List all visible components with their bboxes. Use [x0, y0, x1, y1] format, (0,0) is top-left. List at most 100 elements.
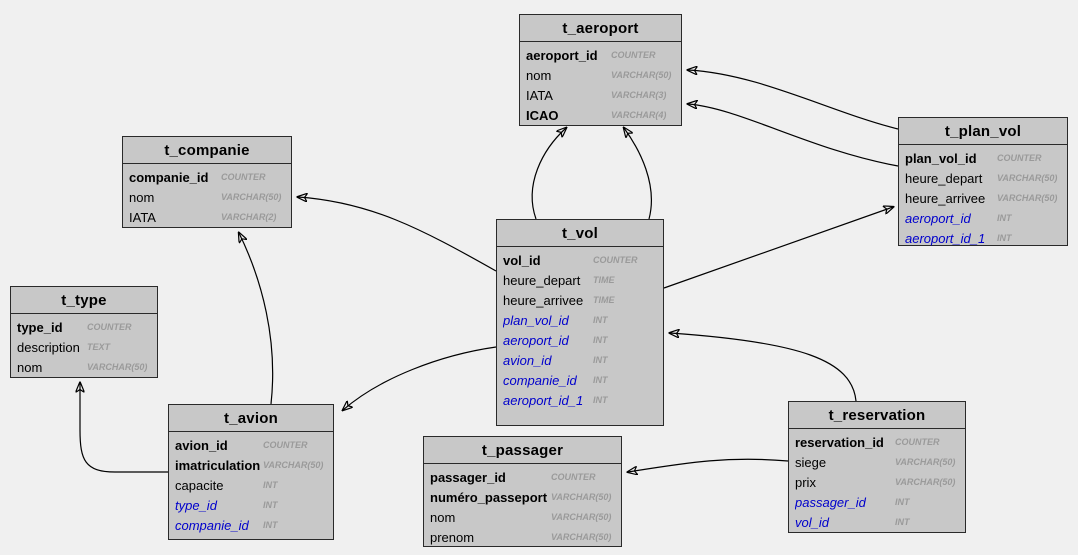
relation-t_vol-aeroport_id_1-to-t_aeroport[interactable] [624, 128, 653, 220]
field-row-type_id[interactable]: type_id INT [169, 495, 333, 515]
relation-t_vol-aeroport_id-to-t_aeroport[interactable] [531, 128, 566, 220]
field-name: aeroport_id_1 [905, 230, 986, 246]
field-row-passager_id[interactable]: passager_id COUNTER [424, 467, 621, 487]
table-title: t_avion [224, 409, 278, 427]
field-name: heure_depart [503, 272, 581, 288]
relation-t_reservation-passager_id-to-t_passager[interactable] [628, 458, 789, 472]
field-type: INT [593, 355, 608, 365]
field-type: VARCHAR(4) [611, 110, 667, 120]
relation-t_avion-type_id-to-t_type[interactable] [80, 383, 168, 473]
relation-t_vol-companie_id-to-t_companie[interactable] [298, 197, 497, 272]
table-title: t_reservation [828, 406, 926, 424]
table-header-t_vol[interactable]: t_vol [497, 220, 663, 247]
relation-t_reservation-vol_id-to-t_vol[interactable] [670, 333, 857, 402]
field-type: COUNTER [221, 172, 266, 182]
table-title: t_passager [481, 441, 564, 459]
relation-t_vol-plan_vol_id-to-t_plan_vol[interactable] [663, 207, 893, 289]
field-name: companie_id [175, 517, 249, 533]
relation-t_plan_vol-aeroport_id-to-t_aeroport[interactable] [688, 70, 899, 130]
field-type: INT [263, 500, 278, 510]
field-name: vol_id [503, 252, 541, 268]
field-type: VARCHAR(50) [87, 362, 148, 372]
field-name: description [17, 339, 80, 355]
table-title: t_vol [561, 224, 598, 242]
field-name: reservation_id [795, 434, 884, 450]
relation-t_vol-avion_id-to-t_avion[interactable] [343, 346, 497, 410]
field-type: VARCHAR(50) [551, 492, 612, 502]
field-type: INT [593, 335, 608, 345]
field-row-heure_depart[interactable]: heure_depart TIME [497, 270, 663, 290]
table-title: t_plan_vol [944, 122, 1022, 140]
field-row-aeroport_id[interactable]: aeroport_id COUNTER [520, 45, 681, 65]
field-type: COUNTER [551, 472, 596, 482]
table-header-t_plan_vol[interactable]: t_plan_vol [899, 118, 1067, 145]
table-title: t_aeroport [562, 19, 639, 37]
field-name: nom [129, 189, 155, 205]
relation-t_avion-companie_id-to-t_companie[interactable] [239, 233, 274, 405]
field-type: VARCHAR(50) [611, 70, 672, 80]
table-t_passager[interactable]: t_passager passager_id COUNTER numéro_passe… [423, 436, 622, 547]
table-header-t_reservation[interactable]: t_reservation [789, 402, 965, 429]
table-header-t_type[interactable]: t_type [11, 287, 157, 314]
table-t_aeroport[interactable]: t_aeroport aeroport_id COUNTER nom VARCHAR(5… [519, 14, 682, 126]
table-header-t_avion[interactable]: t_avion [169, 405, 333, 432]
table-header-t_companie[interactable]: t_companie [123, 137, 291, 164]
table-header-t_aeroport[interactable]: t_aeroport [520, 15, 681, 42]
field-name: passager_id [430, 469, 506, 485]
field-type: COUNTER [611, 50, 656, 60]
field-type: TIME [593, 275, 615, 285]
field-row-nom[interactable]: nom VARCHAR(50) [520, 65, 681, 85]
field-name: nom [526, 67, 552, 83]
field-type: VARCHAR(50) [221, 192, 282, 202]
field-name: heure_arrivee [905, 190, 986, 206]
field-name: nom [430, 509, 456, 525]
relation-t_plan_vol-aeroport_id_1-to-t_aeroport[interactable] [688, 104, 899, 167]
field-name: aeroport_id [526, 47, 598, 63]
field-row-nom[interactable]: nom VARCHAR(50) [123, 187, 291, 207]
table-header-t_passager[interactable]: t_passager [424, 437, 621, 464]
field-type: COUNTER [997, 153, 1042, 163]
field-name: type_id [175, 497, 217, 513]
